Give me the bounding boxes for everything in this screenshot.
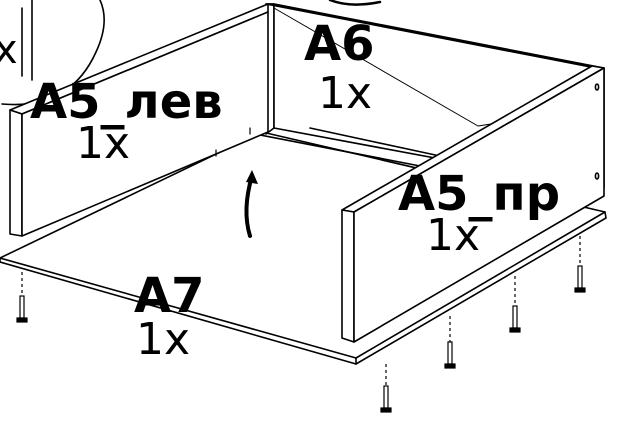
label-a6-qty: 1x (318, 68, 373, 119)
hole-icon (594, 172, 600, 180)
label-a5-left-part: A5_лев (30, 74, 223, 130)
hole-icon (594, 83, 600, 91)
rotation-arrow-icon (244, 170, 258, 238)
screw-icon (380, 364, 392, 413)
callout-circle-arc (328, 0, 382, 6)
label-a5-right-qty: 1x (426, 210, 481, 261)
right-side-panel (341, 65, 605, 343)
left-side-panel (9, 3, 269, 237)
screw-icon (509, 276, 521, 333)
screw-icon (16, 272, 28, 323)
label-a6-part: A6 (304, 16, 375, 72)
label-a5-left-qty: 1x (76, 118, 131, 169)
label-a7-qty: 1x (136, 314, 191, 365)
label-a5-right-part: A5_пр (398, 166, 561, 222)
label-a7-part: A7 (134, 268, 205, 324)
inset-text: x (0, 27, 18, 73)
screw-icon (444, 316, 456, 369)
screw-icon (574, 236, 586, 293)
